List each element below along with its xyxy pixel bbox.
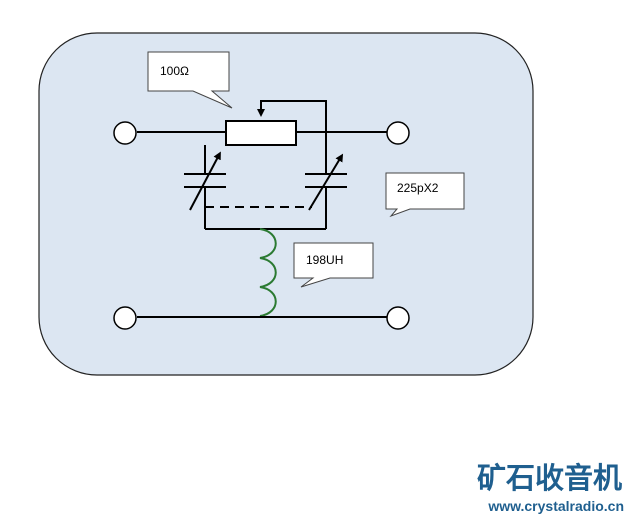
callout-capacitor [385, 172, 465, 218]
diagram-panel [38, 32, 534, 376]
label-inductor: 198UH [306, 253, 343, 267]
callout-resistor [147, 51, 233, 109]
brand-url: www.crystalradio.cn [487, 498, 624, 514]
label-resistor: 100Ω [160, 64, 189, 78]
terminal-bottom-left [113, 306, 137, 330]
callout-inductor [293, 242, 374, 288]
potentiometer-wiper [257, 100, 327, 132]
potentiometer-resistor [225, 120, 297, 146]
brand-name: 矿石收音机 [477, 461, 622, 495]
cap-right-variable-arrow [308, 153, 344, 211]
cap-left-variable-arrow [189, 151, 221, 211]
terminal-bottom-right [386, 306, 410, 330]
inductor-coil [259, 228, 277, 317]
label-capacitor: 225pX2 [397, 181, 439, 195]
terminal-top-right [386, 121, 410, 145]
terminal-top-left [113, 121, 137, 145]
